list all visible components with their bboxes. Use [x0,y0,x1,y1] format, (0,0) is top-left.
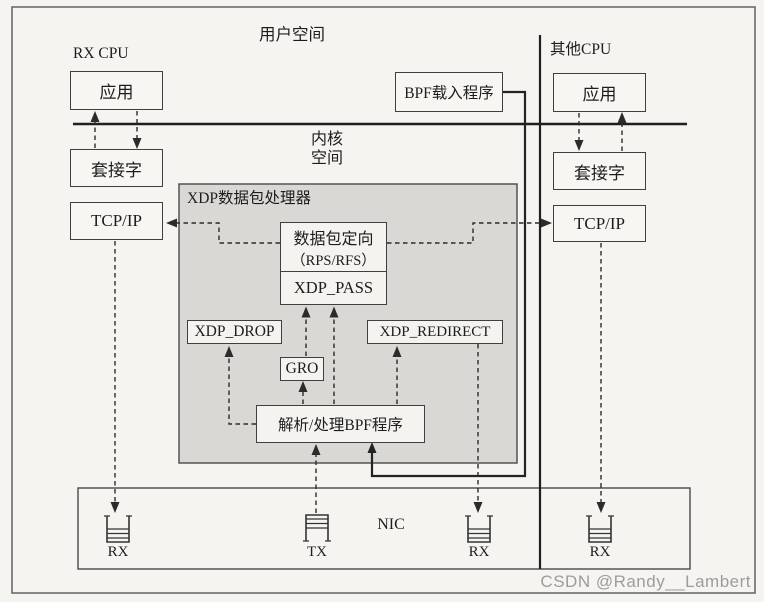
rx-queue-icon [586,515,614,543]
right-socket-box: 套接字 [553,152,646,190]
packet-steering-label: 数据包定向 [293,230,374,248]
rx-queue-icon [104,515,132,543]
xdp-drop-box: XDP_DROP [187,320,282,344]
user-space-label: 用户空间 [259,25,325,44]
packet-steering-cell: 数据包定向 （RPS/RFS） [281,223,386,271]
bpf-loader-arrow [370,90,527,478]
queue-label-rx3: RX [589,544,611,560]
nic-box [77,487,691,570]
queue-label-rx2: RX [468,544,490,560]
other-cpu-label: 其他CPU [550,41,612,58]
right-tcpip-box: TCP/IP [553,205,646,242]
gro-box: GRO [280,357,324,381]
kernel-space-label: 内核 空间 [311,131,344,167]
csdn-watermark: CSDN @Randy__Lambert [540,572,751,591]
rx-queue-icon [465,515,493,543]
xdp-processor-title: XDP数据包处理器 [187,190,312,207]
bpf-program-box: 解析/处理BPF程序 [256,405,425,443]
left-tcpip-box: TCP/IP [70,202,163,240]
right-app-box: 应用 [553,73,646,112]
bpf-loader-box: BPF载入程序 [395,72,503,112]
dashed-flow-arrows [94,111,623,513]
outer-frame [11,6,756,594]
queue-label-tx: TX [307,544,327,560]
left-socket-box: 套接字 [70,149,163,187]
rx-cpu-label: RX CPU [73,45,129,62]
tx-queue-icon [303,514,331,542]
queue-label-rx1: RX [107,544,129,560]
left-app-box: 应用 [70,71,163,110]
bpf-loader-arrowhead-icon [367,442,377,453]
xdp-pass-cell: XDP_PASS [281,271,386,304]
rps-rfs-label: （RPS/RFS） [291,252,376,269]
packet-steering-xdp-pass-box: 数据包定向 （RPS/RFS） XDP_PASS [280,222,387,305]
xdp-redirect-box: XDP_REDIRECT [367,320,503,344]
arrowhead-icons [90,111,627,513]
nic-label: NIC [377,516,405,533]
